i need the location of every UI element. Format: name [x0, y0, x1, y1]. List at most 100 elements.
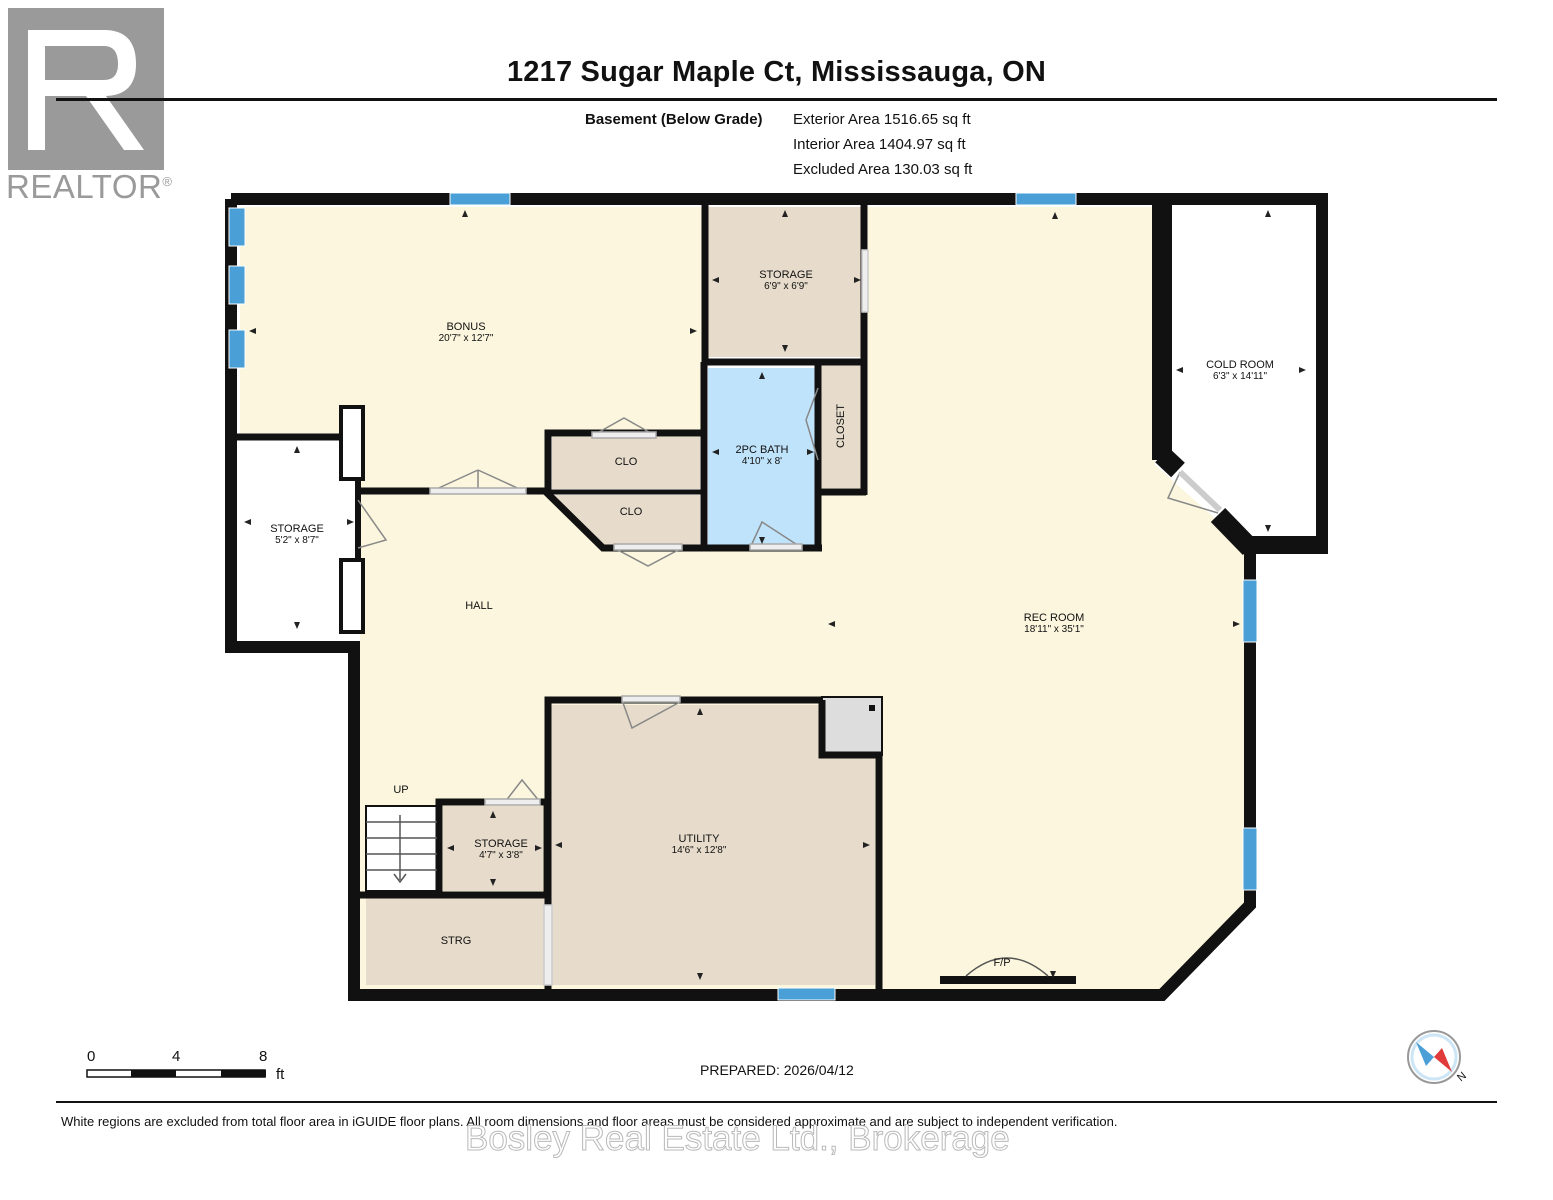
disclaimer: White regions are excluded from total fl…	[61, 1114, 1118, 1129]
door-clo1	[591, 417, 657, 437]
room-clo-1: CLO	[614, 456, 638, 468]
stairs-up-label: UP	[393, 784, 409, 796]
dimension-arrow	[1265, 525, 1271, 532]
scale-unit: ft	[276, 1066, 285, 1083]
floor-level-label: Basement (Below Grade)	[585, 111, 763, 128]
doors	[357, 249, 1223, 986]
floor-fills	[240, 207, 1245, 990]
dimension-arrow	[697, 708, 703, 715]
dimension-arrow	[1176, 367, 1183, 373]
scale-tick-8: 8	[259, 1048, 268, 1065]
window-right-1	[1242, 579, 1258, 643]
dimension-arrows	[244, 210, 1306, 980]
storage-small-floor	[443, 806, 543, 891]
dimension-arrow	[294, 446, 300, 453]
brokerage-watermark: Bosley Real Estate Ltd., Brokerage	[465, 1119, 1011, 1159]
window-left-2	[228, 265, 246, 305]
dimension-arrow	[490, 879, 496, 886]
window-right-2	[1242, 827, 1258, 891]
door-clo2	[613, 547, 683, 567]
dimension-arrow	[1299, 367, 1306, 373]
compass-icon	[1407, 1030, 1461, 1084]
dimension-arrow	[690, 328, 697, 334]
clo1-floor	[552, 437, 700, 489]
dimension-arrow	[782, 345, 788, 352]
footer-divider	[56, 1101, 1497, 1103]
cold-room-angle-wall2	[1210, 508, 1258, 555]
dimension-arrow	[854, 277, 861, 283]
wall-segment-2	[339, 558, 365, 634]
dimension-arrow	[1265, 210, 1271, 217]
room-clo-2: CLO	[619, 506, 643, 518]
closet-floor	[818, 363, 862, 488]
dimension-arrow	[712, 449, 719, 455]
interior-area: Interior Area 1404.97 sq ft	[793, 136, 966, 153]
realtor-wordmark: REALTOR®	[6, 168, 173, 205]
clo2-floor	[552, 495, 700, 545]
dimension-arrow	[782, 210, 788, 217]
excluded-area: Excluded Area 130.03 sq ft	[793, 161, 973, 178]
door-storage-left	[357, 499, 388, 549]
shaft-dot	[869, 705, 875, 711]
dimension-arrow	[294, 622, 300, 629]
page-title: 1217 Sugar Maple Ct, Mississauga, ON	[506, 56, 1047, 88]
dimension-arrow	[712, 277, 719, 283]
dimension-arrow	[535, 845, 542, 851]
dimension-arrow	[447, 845, 454, 851]
dimension-arrow	[244, 519, 251, 525]
room-closet: CLOSET	[835, 403, 847, 449]
dimension-arrow	[1052, 212, 1058, 219]
dimension-arrow	[828, 621, 835, 627]
strg-floor	[366, 898, 548, 985]
dimension-arrow	[1233, 621, 1240, 627]
storage-top-floor	[705, 207, 862, 357]
window-rec-top	[1015, 192, 1077, 206]
scale-tick-0: 0	[87, 1048, 96, 1065]
realtor-r-icon	[8, 8, 164, 170]
utility-shaft-outline	[821, 696, 883, 756]
dimension-arrow	[807, 449, 814, 455]
door-closet	[805, 387, 819, 461]
dimension-arrow	[863, 842, 870, 848]
dimension-arrow	[347, 519, 354, 525]
prepared-date: PREPARED: 2026/04/12	[700, 1062, 854, 1078]
dimension-arrow	[249, 328, 256, 334]
scale-bar	[86, 1069, 266, 1078]
stairs-floor	[366, 806, 437, 891]
dimension-arrow	[759, 537, 765, 544]
dimension-arrow	[555, 842, 562, 848]
dimension-arrow	[697, 973, 703, 980]
stairs	[366, 815, 437, 884]
window-bottom	[777, 987, 836, 1001]
room-hall: HALL	[465, 600, 493, 612]
door-cold-room	[1166, 471, 1219, 514]
walls	[225, 193, 1328, 1001]
fireplace	[940, 957, 1076, 984]
dimension-arrow	[490, 811, 496, 818]
dimension-arrow	[1050, 971, 1056, 978]
cold-room-angle-wall1	[1155, 447, 1185, 478]
dimension-arrow	[462, 210, 468, 217]
outer-wall	[225, 193, 1328, 1001]
wall-segment-1	[339, 405, 365, 481]
window-left-3	[228, 329, 246, 369]
windows	[228, 192, 1258, 1001]
exterior-area: Exterior Area 1516.65 sq ft	[793, 111, 971, 128]
bath-floor	[708, 368, 818, 548]
door-utility	[621, 699, 681, 730]
door-bath	[749, 520, 803, 549]
room-strg: STRG	[440, 935, 472, 947]
storage-left-floor	[240, 442, 355, 637]
fireplace-label: F/P	[993, 957, 1011, 969]
window-left-1	[228, 207, 246, 247]
header-divider	[56, 98, 1497, 101]
dimension-arrow	[759, 372, 765, 379]
